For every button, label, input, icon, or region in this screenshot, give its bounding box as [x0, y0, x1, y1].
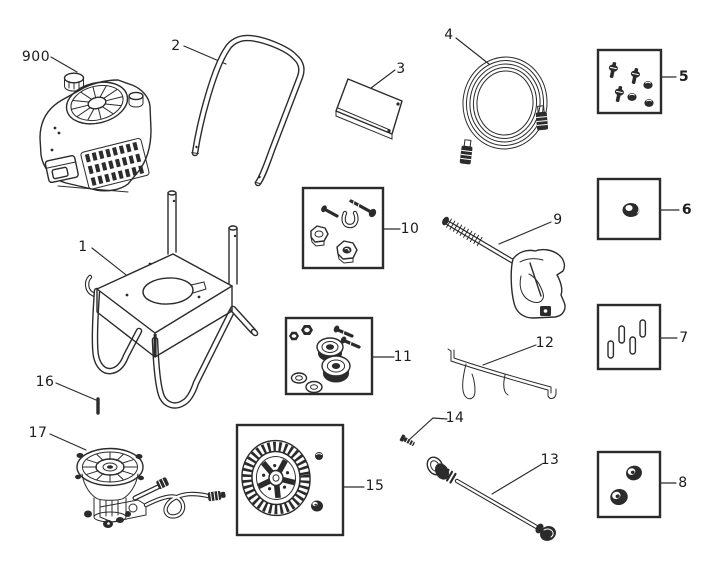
kit-box-10: [301, 186, 385, 270]
callout-4: 4: [444, 27, 454, 43]
axle-nut: [315, 452, 323, 460]
callout-11: 11: [393, 349, 413, 365]
carb-box: [44, 155, 79, 184]
hub-cap: [311, 500, 323, 512]
muffler: [80, 137, 150, 190]
adapter-fitting: [622, 203, 640, 217]
fuel-cap: [63, 72, 85, 92]
callout-1: 1: [78, 239, 88, 255]
bearing-2: [321, 355, 351, 383]
kit-box-11: [284, 316, 374, 396]
wand-illustration: [426, 456, 556, 541]
callout-2: 2: [171, 38, 181, 54]
callout-13: 13: [540, 452, 560, 468]
callout-15: 15: [365, 478, 385, 494]
hose-fitting-right: [535, 105, 549, 131]
kit-box-7: [596, 303, 662, 371]
pump-illustration: [75, 447, 226, 528]
washer-1: [290, 372, 308, 384]
callout-17: 17: [28, 425, 48, 441]
nut-1: [289, 331, 299, 341]
nut-2: [301, 325, 313, 335]
spray-gun-illustration: [442, 216, 566, 319]
callout-6: 6: [681, 202, 693, 218]
wire-holder-illustration: [447, 348, 557, 400]
wheel: [241, 439, 311, 517]
frame-post-left: [167, 190, 177, 255]
kit-box-6: [596, 177, 662, 241]
callout-9: 9: [553, 212, 563, 228]
frame-post-right: [228, 225, 238, 288]
callout-14: 14: [445, 410, 465, 426]
panel-illustration: [335, 78, 403, 140]
cap-fasteners: [627, 81, 654, 107]
kit-box-15: [235, 423, 345, 537]
callout-3: 3: [396, 61, 406, 77]
frame-illustration: [84, 190, 259, 409]
callout-8: 8: [678, 475, 688, 491]
callout-16: 16: [35, 374, 55, 390]
callout-7: 7: [679, 330, 689, 346]
washer-2: [305, 380, 323, 394]
engine-illustration: [39, 72, 152, 193]
callout-5: 5: [678, 69, 690, 85]
hose-illustration: [459, 56, 549, 165]
leader-lines: [49, 37, 680, 495]
kit-box-8: [596, 450, 662, 519]
bolt-illustration: [399, 434, 415, 446]
oil-cap: [128, 91, 144, 108]
knob-1: [310, 225, 329, 247]
hose-fitting-left: [459, 139, 473, 165]
callout-12: 12: [535, 335, 555, 351]
kit-box-5: [596, 48, 663, 115]
callout-900: 900: [21, 49, 51, 65]
knob-2: [336, 240, 358, 264]
handle-illustration: [191, 34, 305, 187]
callout-10: 10: [400, 221, 420, 237]
